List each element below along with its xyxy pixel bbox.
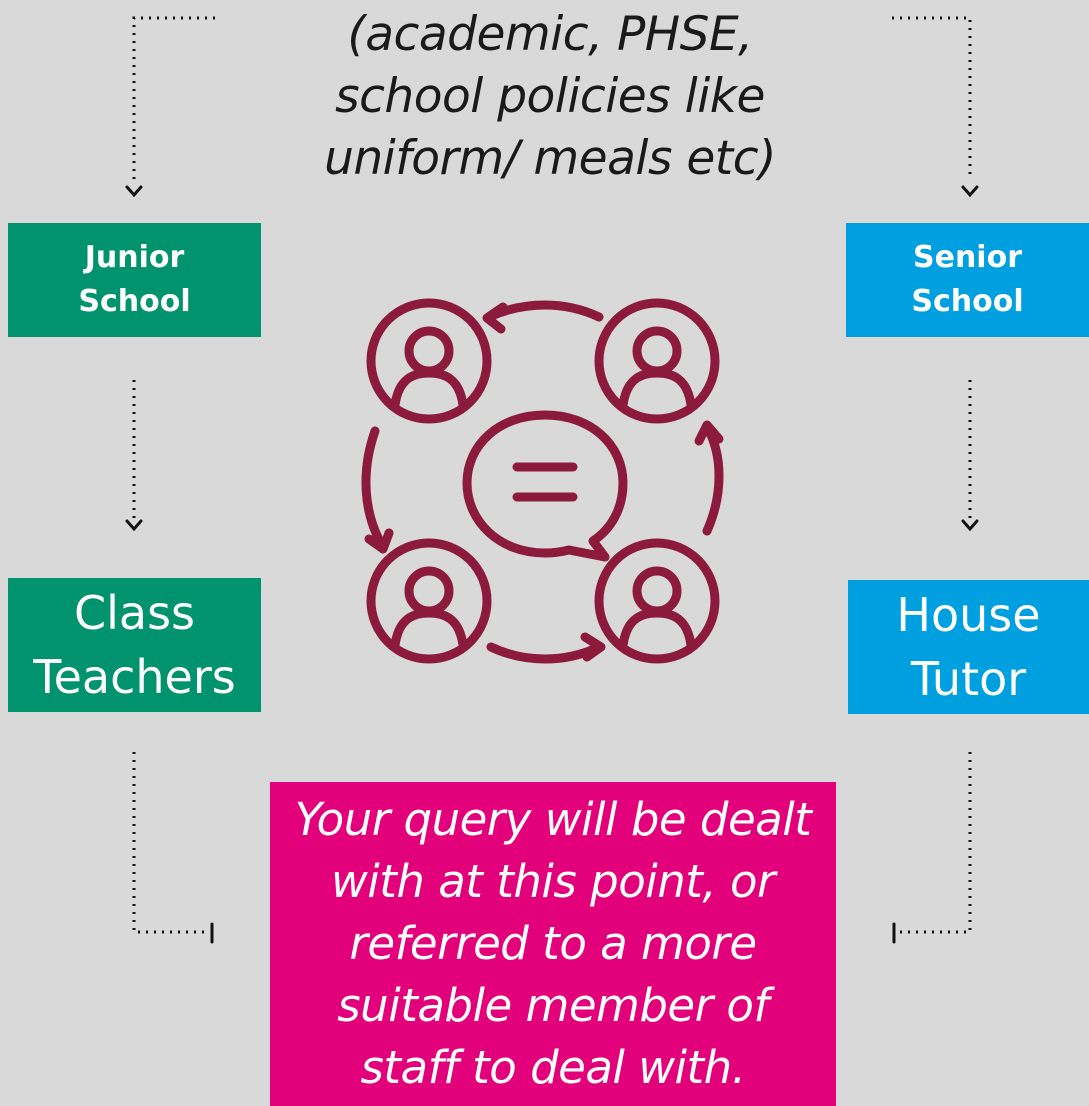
speech-bubble-icon — [462, 410, 628, 562]
person-icon — [594, 298, 720, 424]
person-icon — [594, 538, 720, 664]
intro-text: (academic, PHSE, school policies like un… — [324, 7, 776, 186]
cycle-arrows-icon — [361, 300, 724, 664]
class-teachers-box: Class Teachers — [8, 578, 261, 712]
person-icon — [366, 538, 492, 664]
arrow-down-icon — [125, 185, 143, 198]
outcome-text: Your query will be dealt with at this po… — [294, 793, 812, 1094]
person-icon — [366, 298, 492, 424]
connector-top-left — [132, 16, 215, 180]
arrow-down-icon — [125, 519, 143, 532]
arrow-down-icon — [961, 519, 979, 532]
arrow-down-icon — [961, 185, 979, 198]
junior-school-label: Junior School — [78, 240, 191, 319]
junior-school-box: Junior School — [8, 223, 261, 337]
house-tutor-box: House Tutor — [848, 580, 1089, 714]
connector-top-right — [892, 16, 972, 180]
class-teachers-label: Class Teachers — [33, 586, 236, 704]
senior-school-box: Senior School — [846, 223, 1089, 337]
senior-school-label: Senior School — [911, 240, 1024, 319]
outcome-box: Your query will be dealt with at this po… — [270, 782, 836, 1106]
connector-bottom-left — [132, 752, 208, 934]
group-discussion-icon — [361, 298, 724, 664]
connector-bottom-right — [898, 752, 972, 934]
house-tutor-label: House Tutor — [896, 588, 1041, 706]
